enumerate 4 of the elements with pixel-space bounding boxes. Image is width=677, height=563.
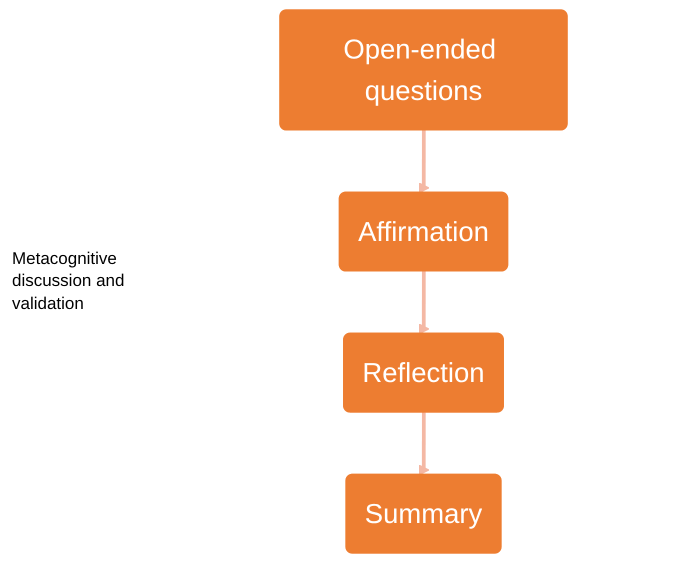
bracket-label: Metacognitive discussion and validation: [12, 248, 126, 315]
arrow: [418, 410, 430, 476]
arrow: [418, 270, 430, 334]
arrow: [418, 128, 430, 194]
